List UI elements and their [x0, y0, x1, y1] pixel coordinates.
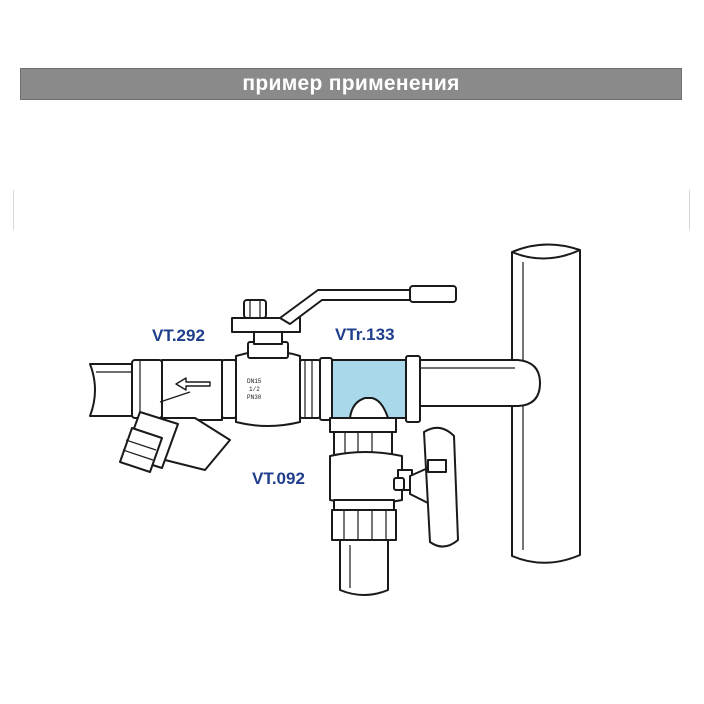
tee-fitting-vtr133	[319, 355, 421, 423]
right-edge-mark	[689, 190, 690, 230]
left-edge-mark	[13, 190, 14, 230]
header-title: пример применения	[242, 72, 460, 95]
flow-direction-arrow-icon	[175, 377, 211, 391]
vertical-riser-pipe	[511, 243, 581, 564]
drain-outlet-pipe	[339, 539, 389, 596]
valve-marking-3: PN30	[247, 394, 262, 401]
valve-marking-2: 1/2	[249, 386, 260, 393]
strainer-filter	[119, 359, 231, 473]
label-vt292: VT.292	[152, 326, 205, 345]
valve-marking-1: DN15	[247, 378, 262, 385]
header-bar: пример применения	[20, 68, 682, 100]
drain-valve-vt092	[329, 417, 459, 548]
label-vtr133: VTr.133	[335, 325, 395, 344]
branch-pipe-to-riser	[407, 359, 541, 407]
ball-valve-vt292: DN15 1/2 PN30	[221, 285, 457, 427]
label-vt092: VT.092	[252, 469, 305, 488]
